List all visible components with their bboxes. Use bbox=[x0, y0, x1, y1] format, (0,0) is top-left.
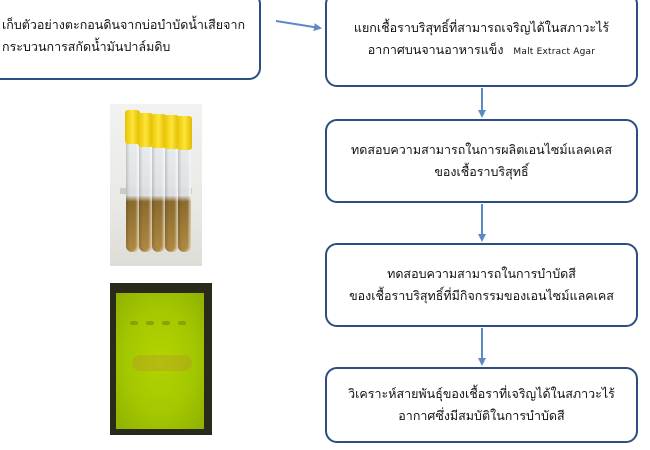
tube-cap bbox=[125, 110, 140, 144]
step-isolate-fungi-line-2: อากาศบนจานอาหารแข็ง Malt Extract Agar bbox=[368, 39, 595, 63]
step-test-decolorization-line-1: ทดสอบความสามารถในการบำบัดสี bbox=[387, 266, 576, 281]
test-tube bbox=[178, 126, 191, 252]
step-test-laccase-line-1: ทดสอบความสามารถในการผลิตเอนไซม์แลคเคส bbox=[351, 142, 612, 157]
step-identify-strain-line-1: วิเคราะห์สายพันธุ์ของเชื้อราที่เจริญได้ใ… bbox=[348, 386, 615, 401]
step-collect-sediment-line-2: กระบวนการสกัดน้ำมันปาล์มดิบ bbox=[2, 39, 171, 54]
gel-photo bbox=[110, 283, 212, 435]
gel-well bbox=[178, 321, 186, 325]
gel-well bbox=[162, 321, 170, 325]
step-test-decolorization-line-2: ของเชื้อราบริสุทธิ์ที่มีกิจกรรมของเอนไซม… bbox=[349, 288, 614, 303]
step-test-decolorization: ทดสอบความสามารถในการบำบัดสี ของเชื้อราบร… bbox=[325, 243, 638, 327]
tube-cap bbox=[151, 114, 166, 148]
gel-well bbox=[146, 321, 154, 325]
test-tube bbox=[139, 126, 152, 252]
test-tubes-photo bbox=[110, 104, 202, 266]
step-test-laccase: ทดสอบความสามารถในการผลิตเอนไซม์แลคเคส ขอ… bbox=[325, 119, 638, 203]
step-collect-sediment: เก็บตัวอย่างตะกอนดินจากบ่อบำบัดน้ำเสียจา… bbox=[0, 0, 261, 80]
gel-stain bbox=[132, 355, 192, 371]
medium-name: Malt Extract Agar bbox=[513, 46, 596, 57]
step-identify-strain-line-2: อากาศซึ่งมีสมบัติในการบำบัดสี bbox=[398, 408, 565, 423]
tube-cap bbox=[177, 116, 192, 150]
tube-cap bbox=[164, 115, 179, 149]
step-identify-strain: วิเคราะห์สายพันธุ์ของเชื้อราที่เจริญได้ใ… bbox=[325, 367, 638, 443]
tube-cap bbox=[138, 113, 153, 147]
gel-plate bbox=[116, 293, 204, 429]
step-isolate-fungi-line-2-text: อากาศบนจานอาหารแข็ง bbox=[367, 41, 504, 57]
step-isolate-fungi-line-1: แยกเชื้อราบริสุทธิ์ที่สามารถเจริญได้ในสภ… bbox=[353, 19, 610, 35]
test-tube bbox=[152, 126, 165, 252]
step-collect-sediment-line-1: เก็บตัวอย่างตะกอนดินจากบ่อบำบัดน้ำเสียจา… bbox=[2, 17, 246, 32]
test-tube bbox=[126, 126, 139, 252]
step-isolate-fungi: แยกเชื้อราบริสุทธิ์ที่สามารถเจริญได้ในสภ… bbox=[325, 0, 638, 87]
gel-well bbox=[130, 321, 138, 325]
arrow-start-to-isolate bbox=[275, 20, 322, 32]
step-test-laccase-line-2: ของเชื้อราบริสุทธิ์ bbox=[434, 164, 529, 179]
test-tube bbox=[165, 126, 178, 252]
